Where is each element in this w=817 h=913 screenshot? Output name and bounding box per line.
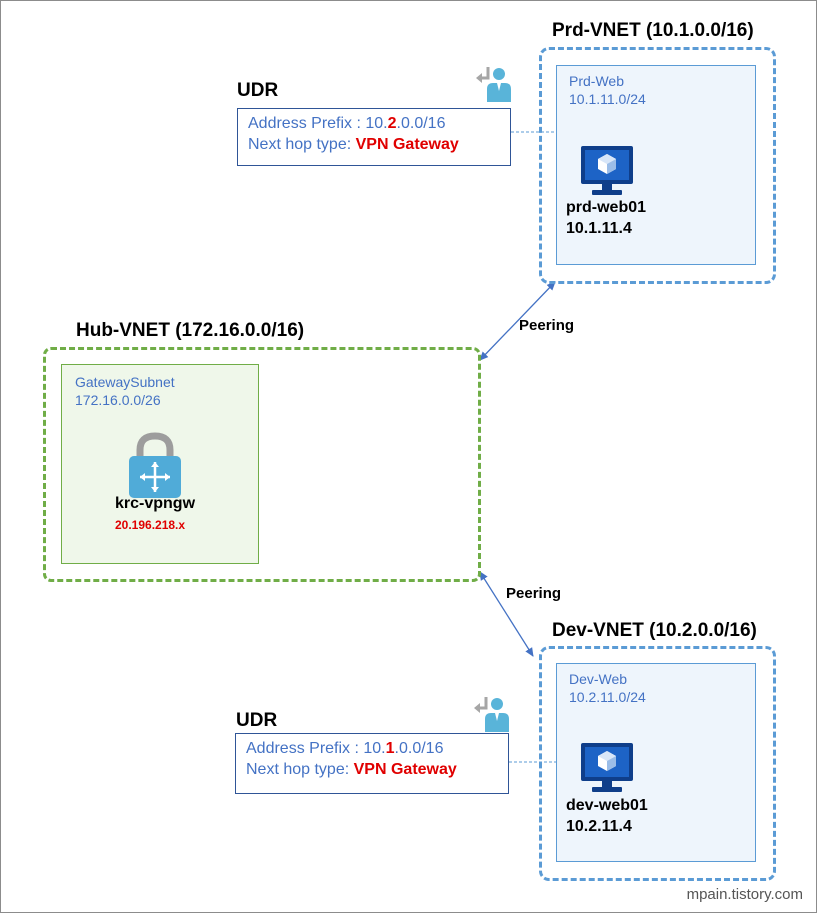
udr-dev-nexthop-value: VPN Gateway: [353, 761, 457, 778]
gateway-ip: 20.196.218.x: [115, 518, 186, 532]
udr-dev-title: UDR: [236, 710, 278, 731]
vpn-gateway-icon: [129, 432, 181, 498]
route-table-icon: [474, 697, 509, 732]
peering-label-top: Peering: [519, 317, 575, 334]
prd-vnet-title: Prd-VNET (10.1.0.0/16): [552, 20, 754, 41]
gateway-name: krc-vpngw: [115, 495, 196, 512]
udr-dev-prefix-highlight: 1: [385, 740, 395, 757]
udr-prd-prefix-highlight: 2: [387, 115, 397, 132]
dev-subnet-prefix: 10.2.11.0/24: [569, 689, 646, 705]
dev-subnet-name: Dev-Web: [569, 671, 628, 687]
prd-subnet-prefix: 10.1.11.0/24: [569, 91, 646, 107]
dev-vm-name: dev-web01: [566, 797, 648, 814]
udr-prd-prefix-label: Address Prefix :: [248, 115, 366, 132]
peering-label-bottom: Peering: [506, 585, 562, 602]
peering-line-prd: [479, 281, 556, 361]
udr-prd-prefix-line: Address Prefix : 10.2.0.0/16: [248, 113, 500, 134]
udr-dev-box: Address Prefix : 10.1.0.0/16 Next hop ty…: [235, 733, 509, 794]
dev-vm-ip: 10.2.11.4: [566, 818, 632, 835]
virtual-machine-icon: [581, 146, 633, 195]
peering-line-dev: [479, 571, 534, 657]
udr-dev-prefix-label: Address Prefix :: [246, 740, 364, 757]
udr-prd-nexthop-line: Next hop type: VPN Gateway: [248, 134, 500, 155]
hub-vnet-title: Hub-VNET (172.16.0.0/16): [76, 320, 305, 341]
hub-subnet-prefix: 172.16.0.0/26: [75, 392, 161, 408]
virtual-machine-icon: [581, 743, 633, 792]
prd-vnet-container: [539, 47, 776, 284]
prd-vm-ip: 10.1.11.4: [566, 220, 632, 237]
udr-prd-nexthop-value: VPN Gateway: [355, 136, 459, 153]
prd-subnet-name: Prd-Web: [569, 73, 624, 89]
udr-dev-prefix-part1: 10.: [363, 740, 386, 757]
route-table-icon: [476, 67, 511, 102]
dev-vnet-container: [539, 646, 776, 881]
prd-vm-name: prd-web01: [566, 199, 647, 216]
watermark: mpain.tistory.com: [686, 886, 803, 903]
dev-vnet-title: Dev-VNET (10.2.0.0/16): [552, 620, 757, 641]
hub-vnet-container: [43, 347, 481, 582]
udr-dev-nexthop-label: Next hop type:: [246, 761, 354, 778]
udr-dev-prefix-part2: .0.0/16: [394, 740, 444, 757]
udr-prd-nexthop-label: Next hop type:: [248, 136, 356, 153]
udr-dev-prefix-line: Address Prefix : 10.1.0.0/16: [246, 738, 498, 759]
udr-dev-nexthop-line: Next hop type: VPN Gateway: [246, 759, 498, 780]
udr-prd-prefix-part1: 10.: [365, 115, 388, 132]
udr-prd-title: UDR: [237, 80, 279, 101]
udr-prd-prefix-part2: .0.0/16: [396, 115, 446, 132]
udr-prd-box: Address Prefix : 10.2.0.0/16 Next hop ty…: [237, 108, 511, 166]
hub-subnet-name: GatewaySubnet: [75, 374, 175, 390]
